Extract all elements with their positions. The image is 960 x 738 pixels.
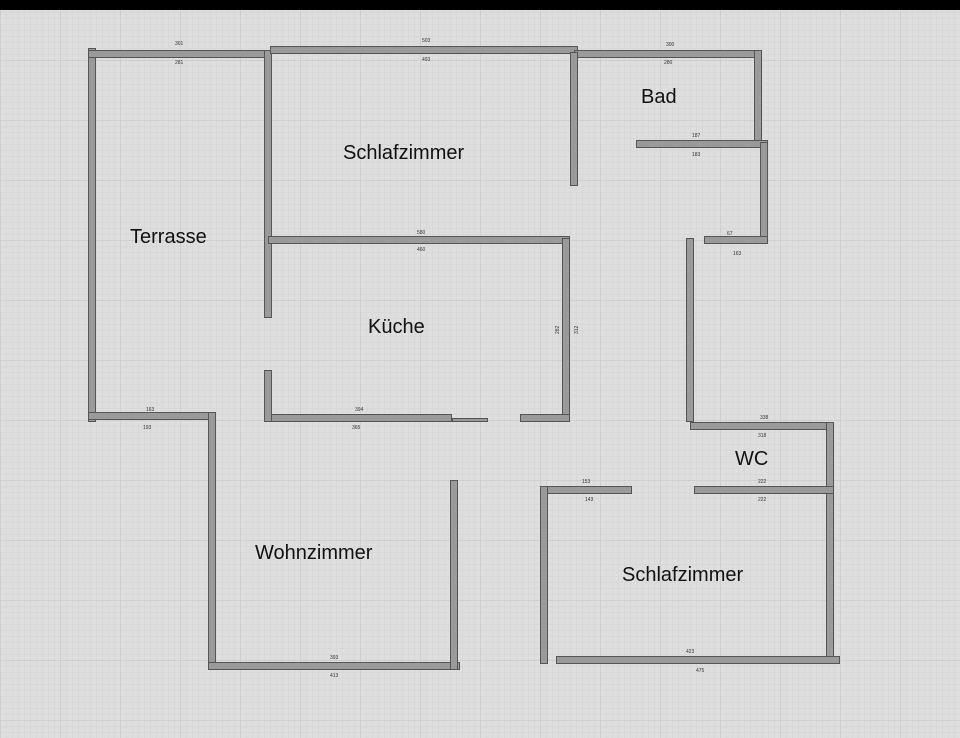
wall xyxy=(88,50,272,58)
room-label-terrasse: Terrasse xyxy=(130,226,207,248)
dimension-label: 423 xyxy=(686,649,695,655)
dimension-label: 493 xyxy=(422,57,431,63)
dimension-label: 413 xyxy=(330,673,339,679)
dimension-label: 580 xyxy=(417,230,426,236)
dimension-label: 365 xyxy=(352,425,361,431)
dimension-label: 312 xyxy=(574,325,580,334)
wall xyxy=(264,50,272,318)
dimension-label: 318 xyxy=(758,433,767,439)
wall xyxy=(694,486,834,494)
wall xyxy=(636,140,768,148)
room-label-kueche: Küche xyxy=(368,316,425,338)
dimension-label: 300 xyxy=(666,42,675,48)
wall xyxy=(570,52,578,186)
wall xyxy=(450,480,458,670)
wall xyxy=(264,414,452,422)
wall xyxy=(686,238,694,422)
dimension-label: 163 xyxy=(146,407,155,413)
dimension-label: 280 xyxy=(664,60,673,66)
room-label-wohnzimmer: Wohnzimmer xyxy=(255,542,373,564)
dimension-label: 394 xyxy=(355,407,364,413)
wall xyxy=(690,422,834,430)
wall xyxy=(208,662,460,670)
wall xyxy=(556,656,840,664)
dimension-label: 475 xyxy=(696,668,705,674)
room-label-schlafzimmer-2: Schlafzimmer xyxy=(622,564,744,586)
dimension-label: 183 xyxy=(692,152,701,158)
top-bar xyxy=(0,0,960,10)
dimension-label: 67 xyxy=(727,231,733,237)
dimension-label: 143 xyxy=(585,497,594,503)
wall xyxy=(754,50,762,144)
dimension-label: 163 xyxy=(733,251,742,257)
room-label-wc: WC xyxy=(735,448,769,470)
dimension-label: 393 xyxy=(330,655,339,661)
dimension-label: 153 xyxy=(582,479,591,485)
dimension-label: 460 xyxy=(417,247,426,253)
dimension-label: 503 xyxy=(422,38,431,44)
wall xyxy=(88,48,96,422)
wall xyxy=(270,46,578,54)
wall xyxy=(520,414,570,422)
wall xyxy=(704,236,768,244)
dimension-label: 187 xyxy=(692,133,701,139)
wall xyxy=(540,486,548,664)
wall xyxy=(540,486,632,494)
wall xyxy=(88,412,212,420)
dimension-label: 222 xyxy=(758,479,767,485)
wall xyxy=(208,412,216,670)
room-label-schlafzimmer-1: Schlafzimmer xyxy=(343,142,465,164)
dimension-label: 301 xyxy=(175,41,184,47)
wall xyxy=(574,50,762,58)
wall xyxy=(826,422,834,664)
wall xyxy=(562,238,570,422)
wall xyxy=(264,370,272,422)
wall xyxy=(452,418,488,422)
wall xyxy=(760,142,768,244)
room-label-bad: Bad xyxy=(641,86,677,108)
dimension-label: 282 xyxy=(555,325,561,334)
dimension-label: 338 xyxy=(760,415,769,421)
dimension-label: 222 xyxy=(758,497,767,503)
dimension-label: 281 xyxy=(175,60,184,66)
dimension-label: 193 xyxy=(143,425,152,431)
wall xyxy=(268,236,570,244)
